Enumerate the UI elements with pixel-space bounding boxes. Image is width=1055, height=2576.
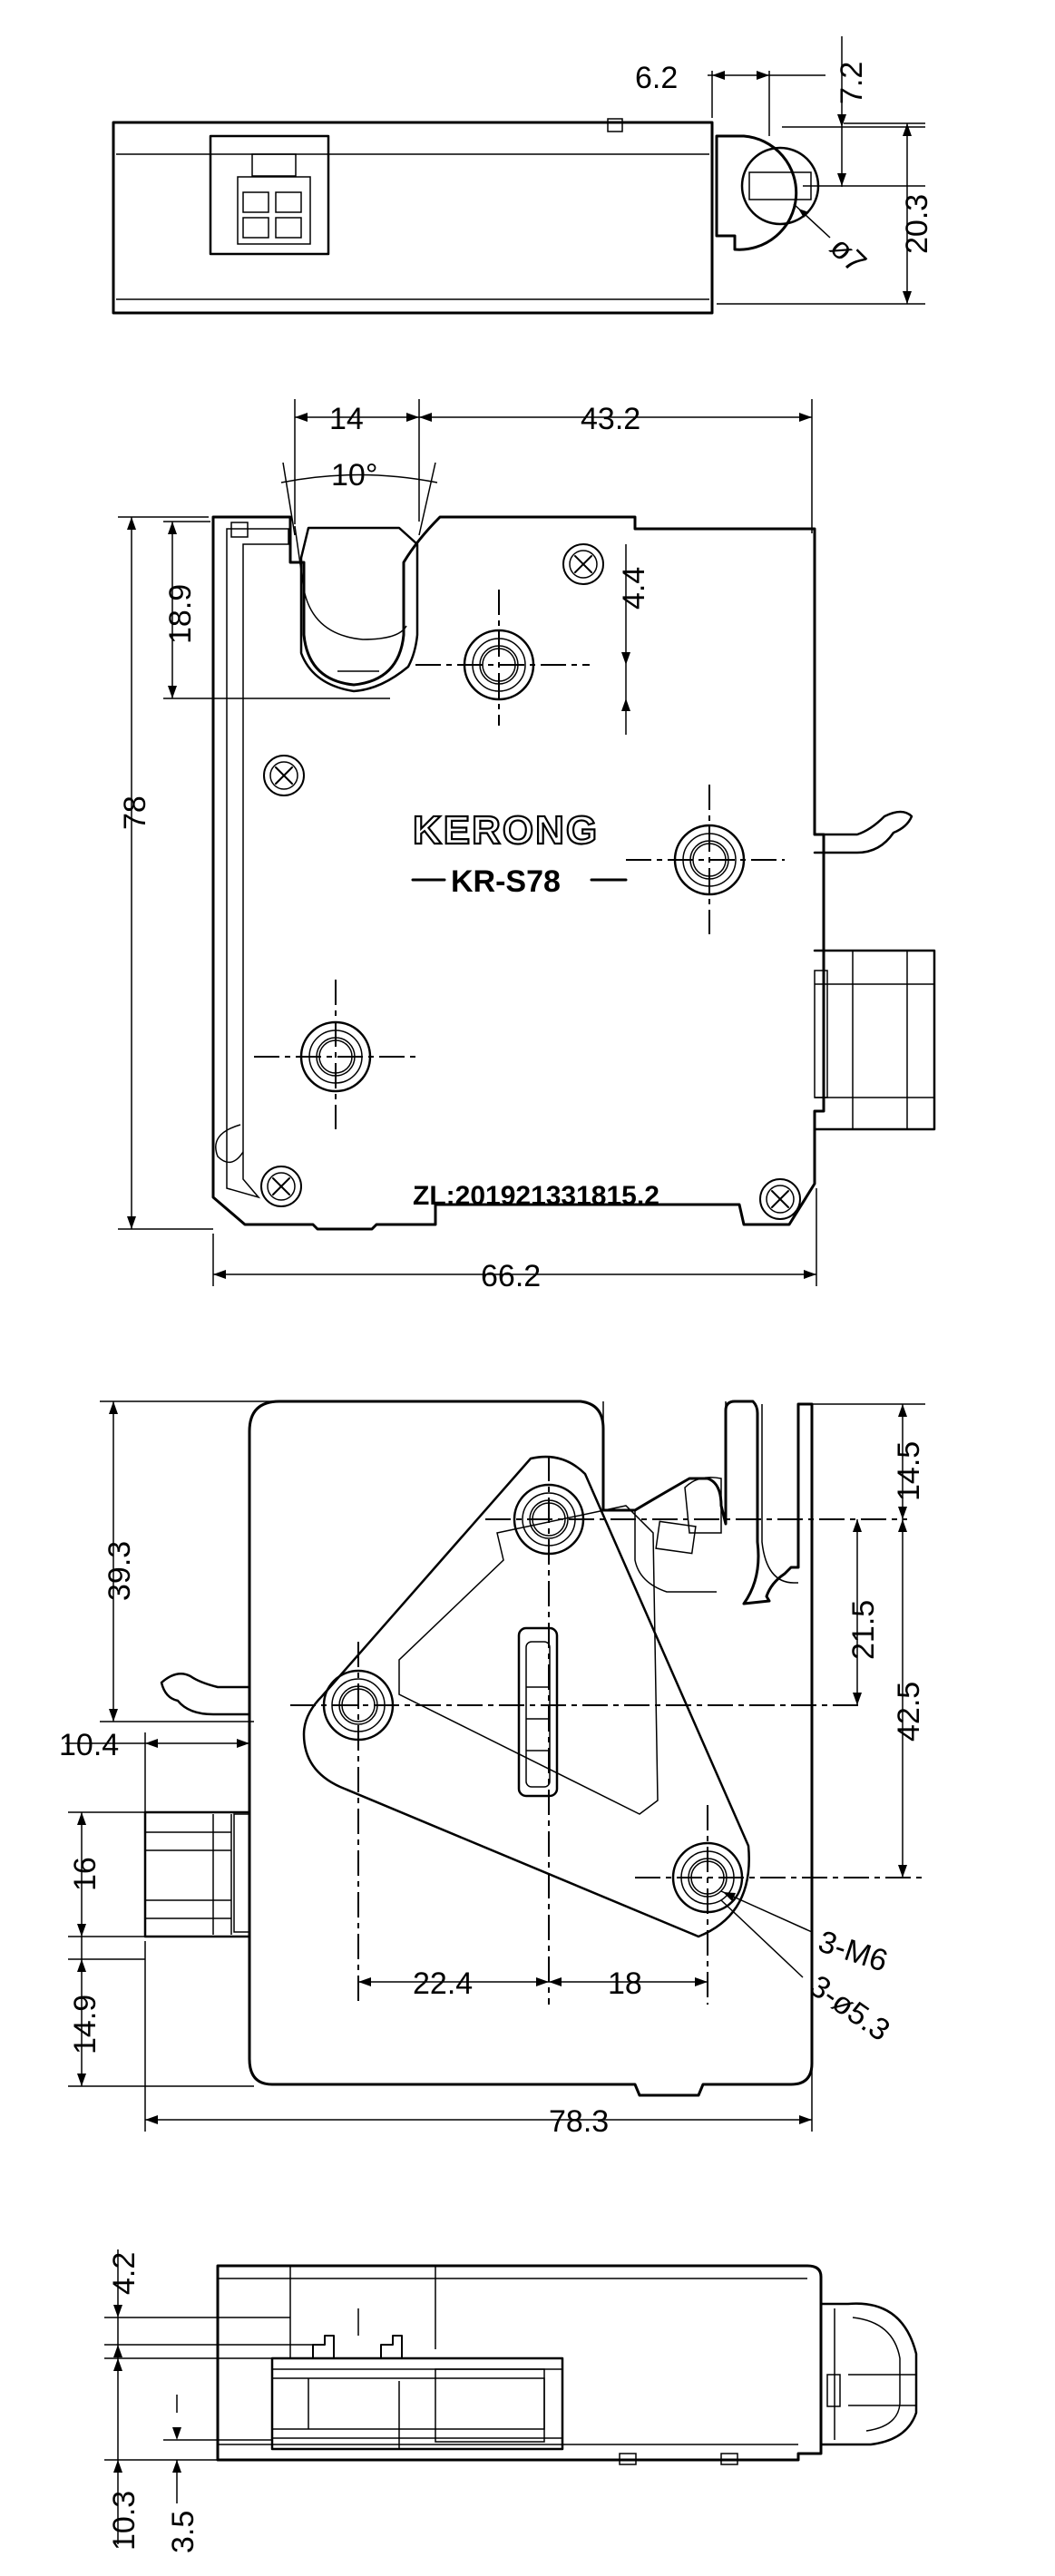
dim-14-5: 14.5 — [892, 1441, 926, 1501]
dim-4-4: 4.4 — [617, 567, 651, 610]
dim-dia-7: ø7 — [823, 230, 873, 280]
top-view-notch — [607, 118, 623, 132]
hole-note-dia-5-3: 3-ø5.3 — [803, 1968, 895, 2047]
bolt-head — [715, 134, 820, 251]
back-view-dimensions: 39.3 10.4 16 14.9 14.5 21.5 — [59, 1400, 926, 2139]
patent-number: ZL:201921331815.2 — [413, 1181, 659, 1211]
connector — [209, 134, 330, 256]
dim-6-2: 6.2 — [635, 61, 678, 95]
side-view-dimensions: 4.2 10.3 3.5 — [104, 2249, 317, 2553]
front-view-dimensions: 14 43.2 10° 18.9 4.4 78 66.2 — [118, 399, 817, 1293]
back-view: 39.3 10.4 16 14.9 14.5 21.5 — [59, 1400, 926, 2139]
dim-3-5: 3.5 — [166, 2511, 200, 2553]
mount-hole-2 — [626, 785, 785, 934]
mount-hole-3 — [254, 980, 417, 1129]
side-view: 4.2 10.3 3.5 — [104, 2249, 918, 2553]
dim-78: 78 — [118, 795, 152, 830]
dim-16: 16 — [68, 1857, 103, 1891]
dim-10-4: 10.4 — [59, 1728, 119, 1762]
side-bolt-head — [819, 2302, 918, 2446]
back-latch-hook — [160, 1672, 251, 1716]
dim-10-3: 10.3 — [107, 2491, 142, 2551]
dim-4-2: 4.2 — [107, 2252, 142, 2295]
dim-43-2: 43.2 — [581, 402, 640, 436]
back-view-body — [248, 1400, 814, 2097]
dim-42-5: 42.5 — [892, 1682, 926, 1742]
model-label: KR-S78 — [451, 864, 561, 899]
pivot-hole-1 — [485, 1456, 907, 2005]
dim-14-9: 14.9 — [68, 1995, 103, 2054]
triangle-plate — [302, 1455, 750, 1938]
pivot-hole-3 — [635, 1805, 925, 2005]
dim-14: 14 — [329, 402, 364, 436]
bolt-block — [813, 949, 936, 1131]
side-view-body — [216, 2264, 823, 2462]
dim-20-3: 20.3 — [900, 194, 934, 254]
top-view-dimensions: 6.2 7.2 20.3 ø7 — [635, 36, 934, 305]
back-bolt — [143, 1810, 251, 1938]
top-view-body — [112, 121, 714, 315]
dim-66-2: 66.2 — [481, 1259, 541, 1293]
side-connector — [270, 2356, 564, 2451]
front-view-body — [211, 515, 825, 1231]
dim-39-3: 39.3 — [103, 1541, 137, 1601]
dim-18: 18 — [608, 1966, 642, 2001]
top-view: 6.2 7.2 20.3 ø7 — [112, 36, 934, 315]
dim-78-3: 78.3 — [549, 2104, 609, 2139]
dim-7-2: 7.2 — [835, 62, 869, 104]
dim-22-4: 22.4 — [413, 1966, 473, 2001]
front-view: KERONG KR-S78 ZL:201921331815.2 14 43.2 … — [118, 399, 936, 1293]
dim-21-5: 21.5 — [846, 1600, 881, 1660]
screw-icon — [562, 543, 604, 585]
bolt-slot — [299, 526, 419, 693]
pivot-hole-2 — [290, 1642, 862, 2005]
screw-icon — [263, 755, 305, 796]
mount-hole-1 — [415, 590, 590, 726]
screw-icon — [759, 1178, 801, 1220]
plate-slot — [517, 1626, 559, 1798]
brand-logo: KERONG — [413, 808, 599, 853]
screw-icon — [260, 1166, 302, 1207]
dim-18-9: 18.9 — [163, 584, 198, 644]
dim-10-deg: 10° — [331, 458, 377, 493]
latch-hook — [813, 810, 913, 854]
